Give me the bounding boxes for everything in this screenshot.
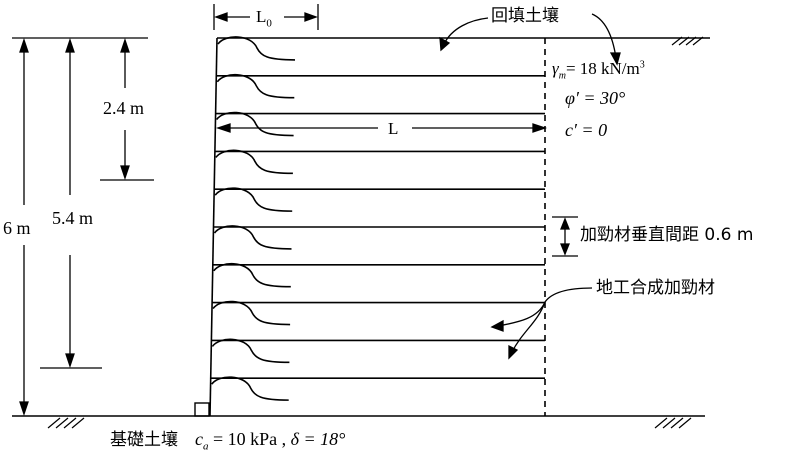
geosynthetic-label: 地工合成加勁材 (596, 278, 715, 298)
foundation-label-row: 基礎土壤 ca = 10 kPa , δ = 18° (110, 430, 345, 453)
backfill-label: 回填土壤 (491, 6, 559, 26)
reinforcement-wrap (215, 111, 294, 137)
reinforcement-wrap (212, 300, 291, 326)
gamma-symbol: γ (552, 59, 559, 78)
reinforcement-wrap (214, 187, 293, 212)
reinforcement-wrap (211, 376, 289, 401)
unit-weight-label: γm= 18 kN/m3 (552, 60, 645, 81)
spacing-dimension (552, 216, 578, 257)
wrap-length-dimension (213, 4, 319, 30)
ca-subscript: a (203, 440, 209, 453)
ca-symbol: c (195, 429, 203, 449)
gamma-exponent: 3 (639, 59, 645, 71)
depth-5-4-label: 5.4 m (52, 208, 94, 228)
geosynthetic-leader (490, 287, 593, 360)
ca-value: = 10 kPa , (213, 429, 287, 449)
depth-dimensions (12, 37, 154, 417)
reinforcement-wrap (216, 74, 295, 99)
ground-hatch-left (47, 417, 85, 429)
gamma-subscript: m (558, 70, 566, 82)
wrap-length-label: L0 (256, 8, 272, 29)
friction-angle-label: φ′ = 30° (565, 88, 626, 108)
cohesion-label: c′ = 0 (565, 120, 608, 140)
reinforcement-length-label: L (388, 119, 399, 138)
reinforcement-wrap (215, 149, 293, 175)
ground-hatch-right (654, 417, 692, 429)
reinforcement-wrap (213, 225, 292, 250)
wall-height-label: 6 m (3, 218, 31, 238)
reinforcement-wrap (213, 263, 291, 288)
reinforcement-layers (210, 36, 545, 401)
reinforcement-length-dimension (215, 123, 548, 133)
delta-label: δ = 18° (290, 429, 346, 449)
reinforcement-wrap (211, 338, 290, 364)
spacing-label: 加勁材垂直間距 0.6 m (580, 225, 754, 245)
reinforcement-wrap (217, 36, 296, 61)
foundation-label: 基礎土壤 (110, 430, 178, 450)
gamma-value: = 18 kN/m (565, 59, 640, 78)
toe-block (194, 402, 210, 417)
wrap-length-subscript: 0 (266, 17, 272, 30)
wrap-length-symbol: L (256, 7, 267, 26)
backfill-leader (439, 13, 621, 66)
depth-2-4-label: 2.4 m (103, 98, 145, 118)
